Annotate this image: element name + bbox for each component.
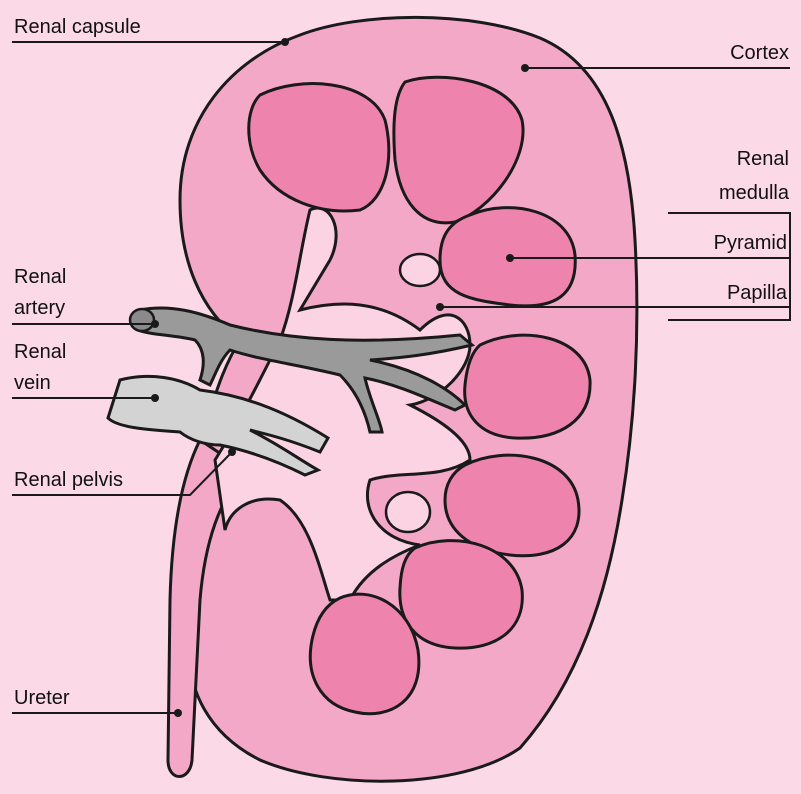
dot-renal-vein	[151, 394, 159, 402]
dot-renal-artery	[151, 320, 159, 328]
minor-calyx	[386, 492, 430, 532]
artery-opening	[130, 309, 154, 331]
label-papilla: Papilla	[727, 280, 787, 306]
label-ureter: Ureter	[14, 685, 70, 711]
label-renal-medulla-line1: Renal	[737, 146, 789, 172]
dot-pyramid	[506, 254, 514, 262]
minor-calyx	[400, 254, 440, 286]
dot-cortex	[521, 64, 529, 72]
label-renal-medulla-line2: medulla	[719, 180, 789, 206]
label-cortex: Cortex	[730, 40, 789, 66]
dot-renal-capsule	[281, 38, 289, 46]
pyramid	[465, 335, 590, 438]
label-renal-artery-line1: Renal	[14, 264, 66, 290]
dot-renal-pelvis	[228, 448, 236, 456]
label-renal-pelvis: Renal pelvis	[14, 467, 123, 493]
label-renal-artery-line2: artery	[14, 295, 65, 321]
label-renal-vein-line2: vein	[14, 370, 51, 396]
pyramid	[400, 541, 523, 649]
label-renal-vein-line1: Renal	[14, 339, 66, 365]
dot-papilla	[436, 303, 444, 311]
label-pyramid: Pyramid	[714, 230, 787, 256]
label-renal-capsule: Renal capsule	[14, 14, 141, 40]
dot-ureter	[174, 709, 182, 717]
